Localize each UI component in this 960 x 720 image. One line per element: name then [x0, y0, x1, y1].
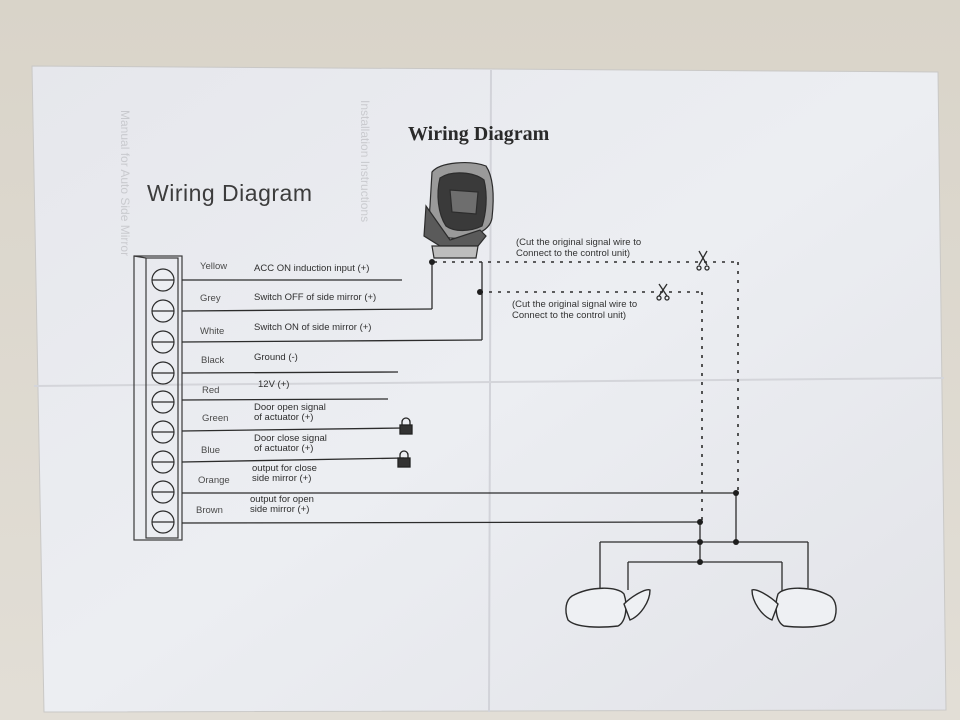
junction-dots — [429, 259, 739, 565]
scissors-icon — [656, 283, 670, 301]
bleed-through-text: Installation Instructions — [358, 100, 372, 223]
dashed-signal-wires — [434, 261, 739, 522]
wire-color-label: Grey — [200, 293, 221, 304]
wire-color-label: Black — [201, 355, 225, 366]
connector-block — [133, 255, 183, 541]
scissors-icon — [696, 250, 710, 271]
paper-sheet — [31, 65, 947, 713]
wire-color-label: Orange — [198, 475, 230, 486]
wire-color-label: Green — [202, 413, 229, 424]
wire-description: Switch OFF of side mirror (+) — [254, 292, 377, 303]
wire-description: ACC ON induction input (+) — [254, 263, 370, 274]
wire-color-label: Red — [202, 385, 220, 396]
lock-icon — [399, 417, 413, 435]
wire-color-label: Brown — [196, 505, 223, 516]
wire-description: Switch ON of side mirror (+) — [254, 322, 372, 333]
terminal-circles — [151, 268, 175, 534]
wire-color-label: Blue — [201, 445, 221, 456]
wiring-lines — [181, 262, 809, 592]
side-mirror-icon — [751, 587, 837, 628]
bleed-through-text: Manual for Auto Side Mirror — [118, 110, 132, 257]
side-mirror-icon — [565, 587, 651, 628]
lock-icon — [397, 450, 411, 468]
section-title: Wiring Diagram — [147, 180, 313, 206]
wire-description: Ground (-) — [254, 352, 298, 363]
mirror-switch-icon — [423, 162, 494, 259]
wire-description: 12V (+) — [258, 379, 290, 390]
page-title: Wiring Diagram — [408, 123, 550, 145]
wire-color-label: White — [200, 326, 225, 337]
wire-color-label: Yellow — [200, 261, 228, 272]
fold-line-horizontal — [33, 377, 945, 387]
